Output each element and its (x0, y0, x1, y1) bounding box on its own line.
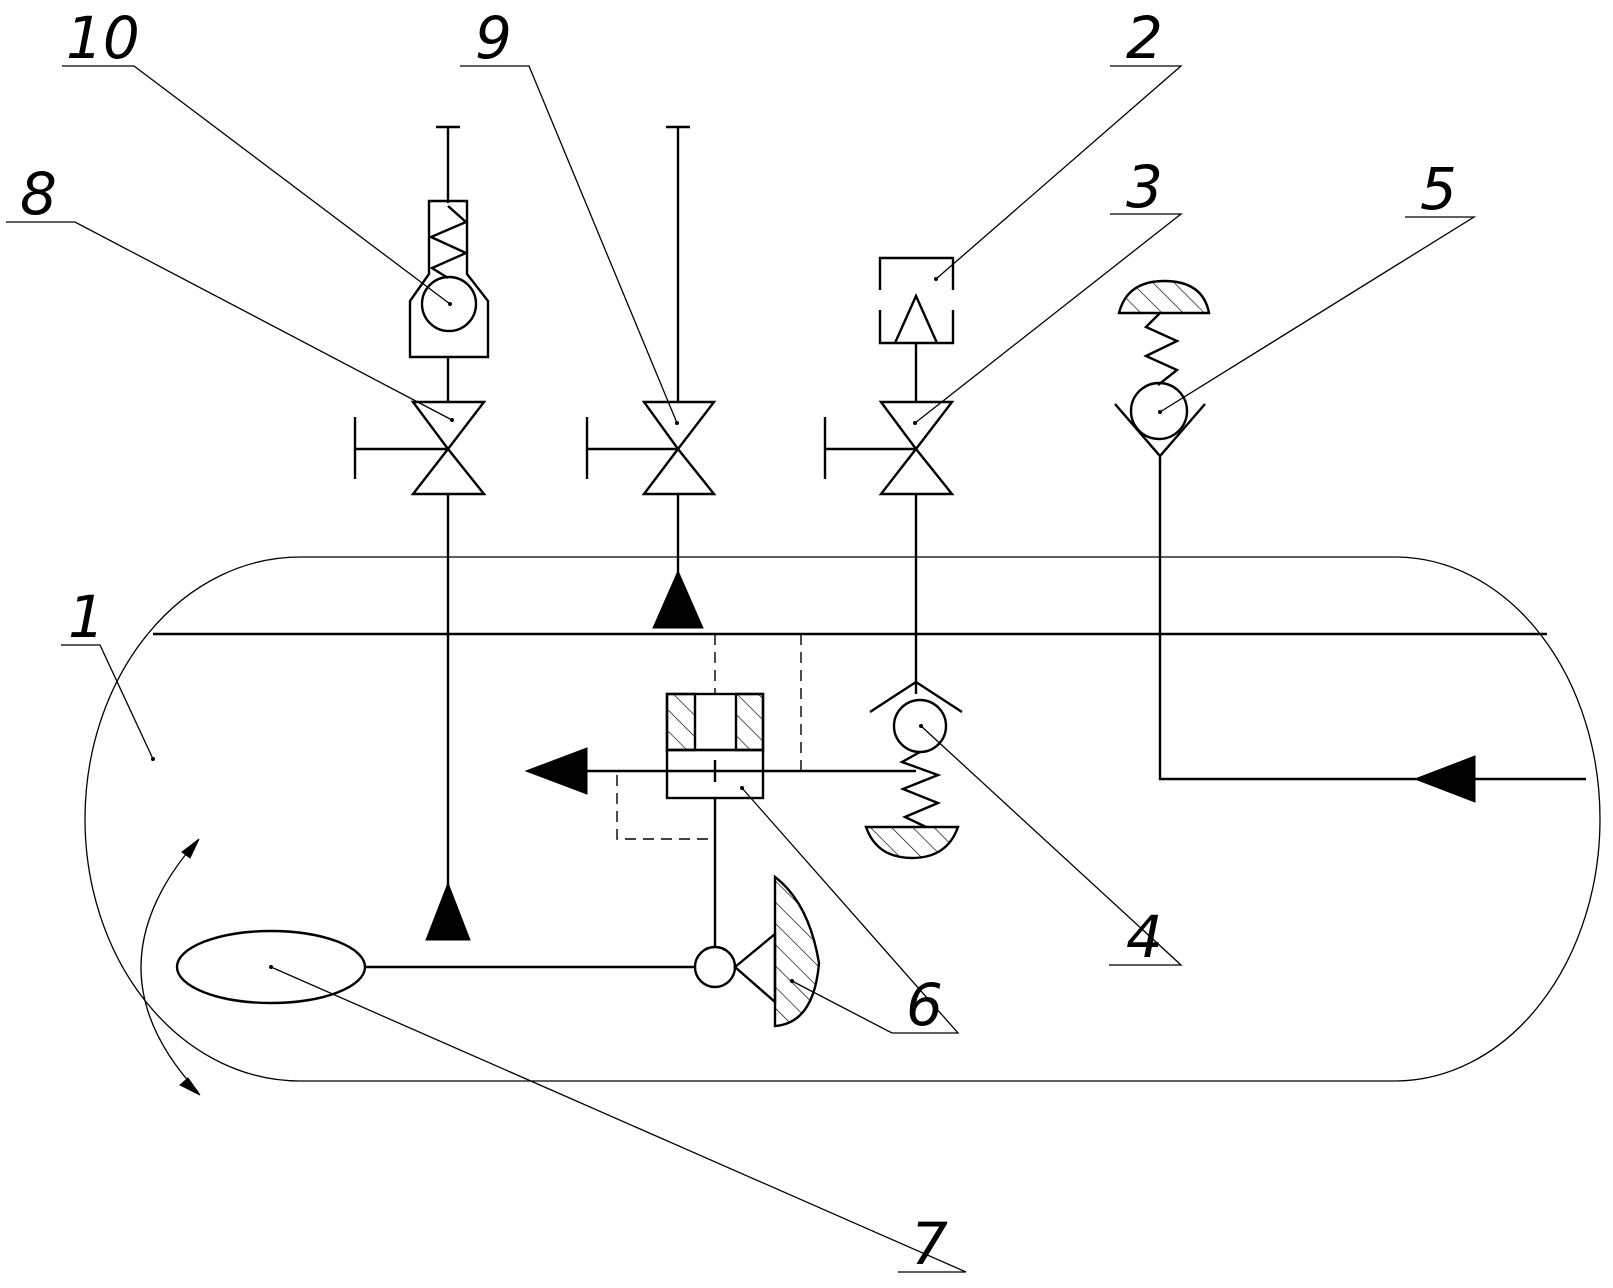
check-valve-4 (864, 680, 963, 860)
gate-valve-8 (353, 400, 487, 496)
label-7: 7 (911, 1210, 948, 1278)
rotation-arrow-icon (140, 838, 201, 1096)
valve-ball-icon (420, 275, 478, 333)
valve-ball-icon (1129, 381, 1189, 441)
label-1: 1 (68, 583, 105, 651)
pipe-9 (652, 125, 704, 629)
gate-valve-3 (823, 400, 955, 496)
callout-labels: 1 2 3 4 5 6 7 8 9 10 (20, 4, 1457, 1278)
label-3: 3 (1126, 153, 1163, 221)
leader-lines (6, 65, 1477, 1273)
label-5: 5 (1420, 155, 1457, 223)
float-valve-6 (524, 634, 916, 946)
tank-vessel (84, 556, 1601, 1082)
label-8: 8 (20, 160, 57, 228)
pivot-icon (693, 945, 737, 989)
label-10: 10 (66, 4, 140, 72)
flow-arrow-up-icon (652, 569, 704, 629)
flow-arrow-left-icon (1413, 755, 1476, 803)
label-9: 9 (475, 4, 512, 72)
nozzle-2 (878, 256, 955, 345)
label-6: 6 (906, 971, 943, 1039)
inlet-pipe (1158, 456, 1586, 803)
safety-valve-10 (408, 199, 490, 359)
label-4: 4 (1126, 903, 1163, 971)
pipe-8 (425, 125, 471, 941)
flow-arrow-left-icon (524, 747, 588, 795)
spring-icon (899, 750, 942, 829)
safety-valve-5 (1114, 279, 1211, 458)
flow-arrow-up-icon (425, 881, 471, 941)
spring-icon (428, 205, 469, 280)
float-lever (365, 874, 821, 1028)
label-2: 2 (1126, 4, 1163, 72)
gate-valve-9 (585, 400, 717, 496)
spring-icon (1143, 312, 1180, 386)
